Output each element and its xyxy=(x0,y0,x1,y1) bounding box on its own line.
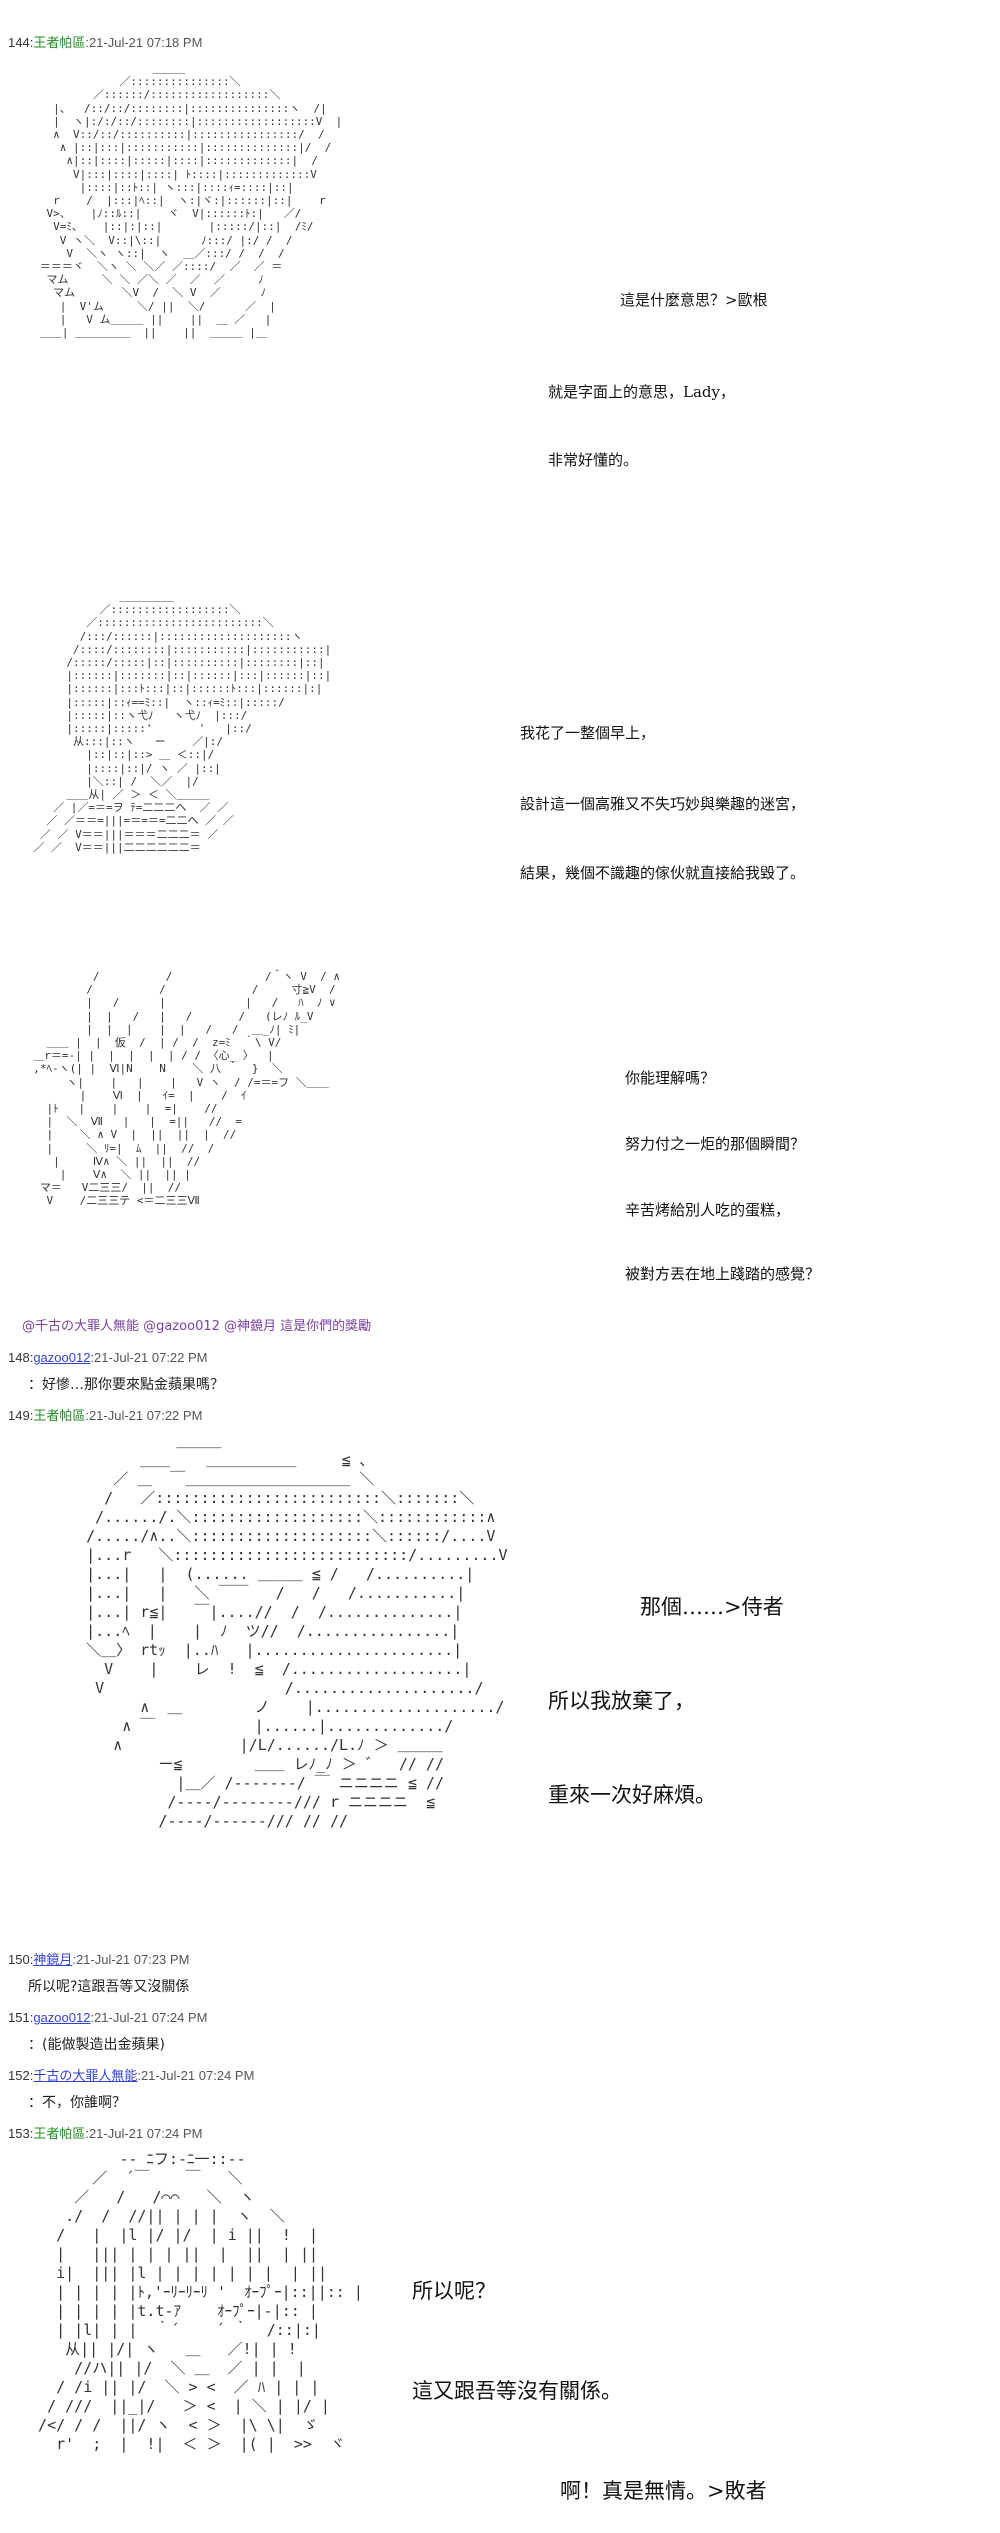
post-time: :21-Jul-21 07:18 PM xyxy=(85,35,203,50)
poster-name[interactable]: 王者帕區 xyxy=(33,35,86,50)
dialog-line: 所以呢？ xyxy=(412,2279,496,2303)
post-time: :21-Jul-21 07:24 PM xyxy=(90,2010,208,2025)
post-time: :21-Jul-21 07:24 PM xyxy=(137,2068,255,2083)
dialog-line: 所以我放棄了， xyxy=(548,1689,695,1713)
dialog-line: 辛苦烤給別人吃的蛋糕， xyxy=(625,1201,791,1219)
dialog-line: 就是字面上的意思，Lady， xyxy=(548,383,735,401)
post-time: :21-Jul-21 07:23 PM xyxy=(72,1952,190,1967)
post-header-151: 151:gazoo012:21-Jul-21 07:24 PM xyxy=(8,2010,208,2026)
post-header-148: 148:gazoo012:21-Jul-21 07:22 PM xyxy=(8,1350,208,1366)
post-body-148: ：好慘…那你要來點金蘋果嗎？ xyxy=(28,1377,224,1393)
dialog-line: 結果，幾個不識趣的傢伙就直接給我毀了。 xyxy=(520,864,806,882)
post-body-152: ：不，你誰啊？ xyxy=(28,2095,126,2111)
post-time: :21-Jul-21 07:24 PM xyxy=(85,2126,203,2141)
dialog-line: 那個……>侍者 xyxy=(640,1595,784,1619)
post-number: 148: xyxy=(8,1350,34,1365)
ascii-art-panel-2: ＿＿＿＿＿ ／::::::::::::::::::＼ ／::::::::::::… xyxy=(33,590,332,854)
post-header-152: 152:千古の大罪人無能:21-Jul-21 07:24 PM xyxy=(8,2068,254,2084)
poster-name[interactable]: 千古の大罪人無能 xyxy=(33,2068,138,2083)
dialog-line: 啊！真是無情。>敗者 xyxy=(560,2479,767,2503)
ascii-art-panel-4: ＿＿＿ ＿＿ ＿＿＿＿＿＿ ≦ ､ ／ ＿ ￣＿＿＿＿＿＿＿＿＿＿＿ ＼ / ／… xyxy=(86,1432,508,1830)
ascii-art-panel-5: -- ﾆフ:-ﾆ一::-- ／ ´￣ ￣ ＼ ／ / /⌒⌒ ＼ ヽ ./ / … xyxy=(38,2150,363,2453)
dialog-line: 被對方丟在地上踐踏的感覺？ xyxy=(625,1265,821,1283)
poster-name[interactable]: 神鏡月 xyxy=(33,1952,73,1967)
ascii-art-panel-3: / / /＾ヽ V / ∧ / / / 寸≧V / | / | | / ﾊ ﾉ … xyxy=(33,970,341,1208)
poster-name[interactable]: gazoo012 xyxy=(33,2010,91,2025)
post-number: 149: xyxy=(8,1408,34,1423)
dialog-line: 設計這一個高雅又不失巧妙與樂趣的迷宮， xyxy=(520,795,806,813)
post-body-150: 所以呢?這跟吾等又沒關係 xyxy=(28,1979,190,1995)
dialog-line: 你能理解嗎？ xyxy=(625,1069,716,1087)
post-header-150: 150:神鏡月:21-Jul-21 07:23 PM xyxy=(8,1952,189,1968)
poster-name[interactable]: 王者帕區 xyxy=(33,2126,86,2141)
post-time: :21-Jul-21 07:22 PM xyxy=(85,1408,203,1423)
dialog-line: 重來一次好麻煩。 xyxy=(548,1783,716,1807)
post-number: 144: xyxy=(8,35,34,50)
mention-line[interactable]: @千古の大罪人無能 @gazoo012 @神鏡月 這是你們的獎勵 xyxy=(22,1319,372,1334)
post-number: 152: xyxy=(8,2068,34,2083)
post-header-144: 144:王者帕區:21-Jul-21 07:18 PM xyxy=(8,35,202,51)
post-number: 150: xyxy=(8,1952,34,1967)
post-body-151: ：(能做製造出金蘋果) xyxy=(28,2037,165,2053)
dialog-line: 我花了一整個早上， xyxy=(520,724,656,742)
poster-name[interactable]: 王者帕區 xyxy=(33,1408,86,1423)
dialog-line: 這又跟吾等沒有關係。 xyxy=(412,2379,622,2403)
post-header-149: 149:王者帕區:21-Jul-21 07:22 PM xyxy=(8,1408,202,1424)
post-number: 151: xyxy=(8,2010,34,2025)
dialog-line: 這是什麼意思？>歐根 xyxy=(620,291,768,309)
dialog-line: 非常好懂的。 xyxy=(548,451,639,469)
poster-name[interactable]: gazoo012 xyxy=(33,1350,91,1365)
dialog-line: 努力付之一炬的那個瞬間？ xyxy=(625,1135,806,1153)
ascii-art-panel-1: ＿＿＿ ／:::::::::::::::＼ ／::::::/::::::::::… xyxy=(39,62,343,340)
post-time: :21-Jul-21 07:22 PM xyxy=(90,1350,208,1365)
post-header-153: 153:王者帕區:21-Jul-21 07:24 PM xyxy=(8,2126,202,2142)
post-number: 153: xyxy=(8,2126,34,2141)
